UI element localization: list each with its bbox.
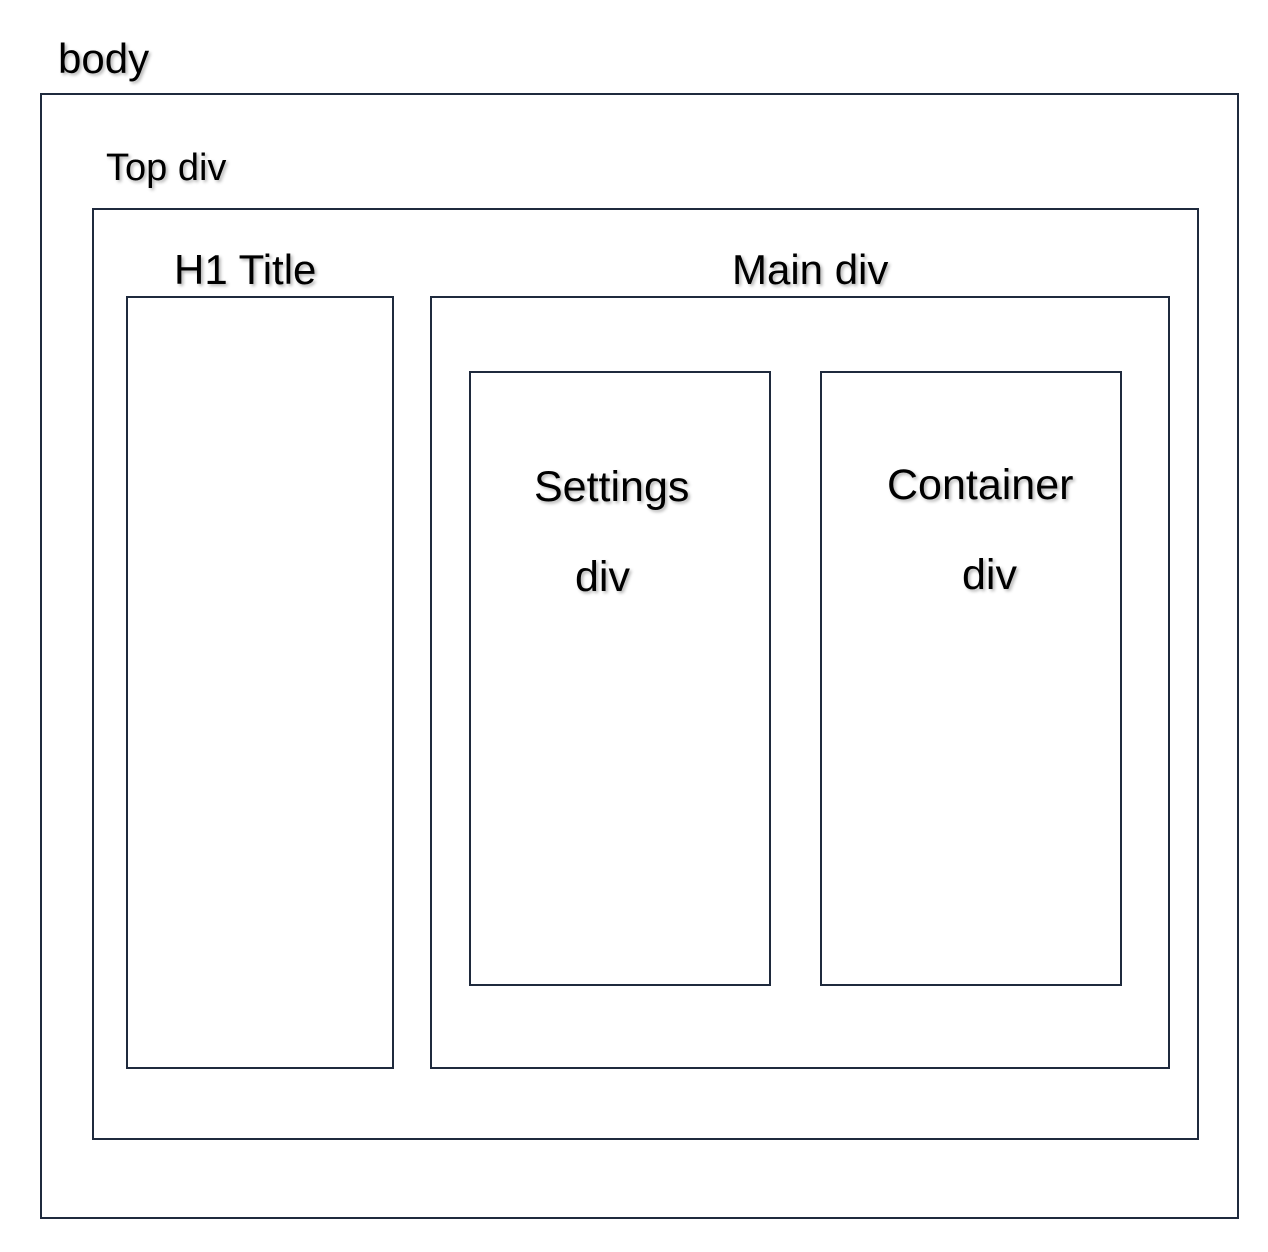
- settings-div-box: [469, 371, 771, 986]
- container-div-label-line2: div: [962, 551, 1017, 599]
- container-div-label-line1: Container: [887, 461, 1074, 509]
- h1-title-box: [126, 296, 394, 1069]
- body-label: body: [58, 35, 150, 82]
- top-div-label: Top div: [106, 147, 227, 189]
- container-div-box: [820, 371, 1122, 986]
- settings-div-label-line1: Settings: [534, 463, 690, 511]
- settings-div-label-line2: div: [575, 553, 630, 601]
- main-div-label: Main div: [732, 246, 889, 293]
- h1-title-label: H1 Title: [174, 246, 317, 293]
